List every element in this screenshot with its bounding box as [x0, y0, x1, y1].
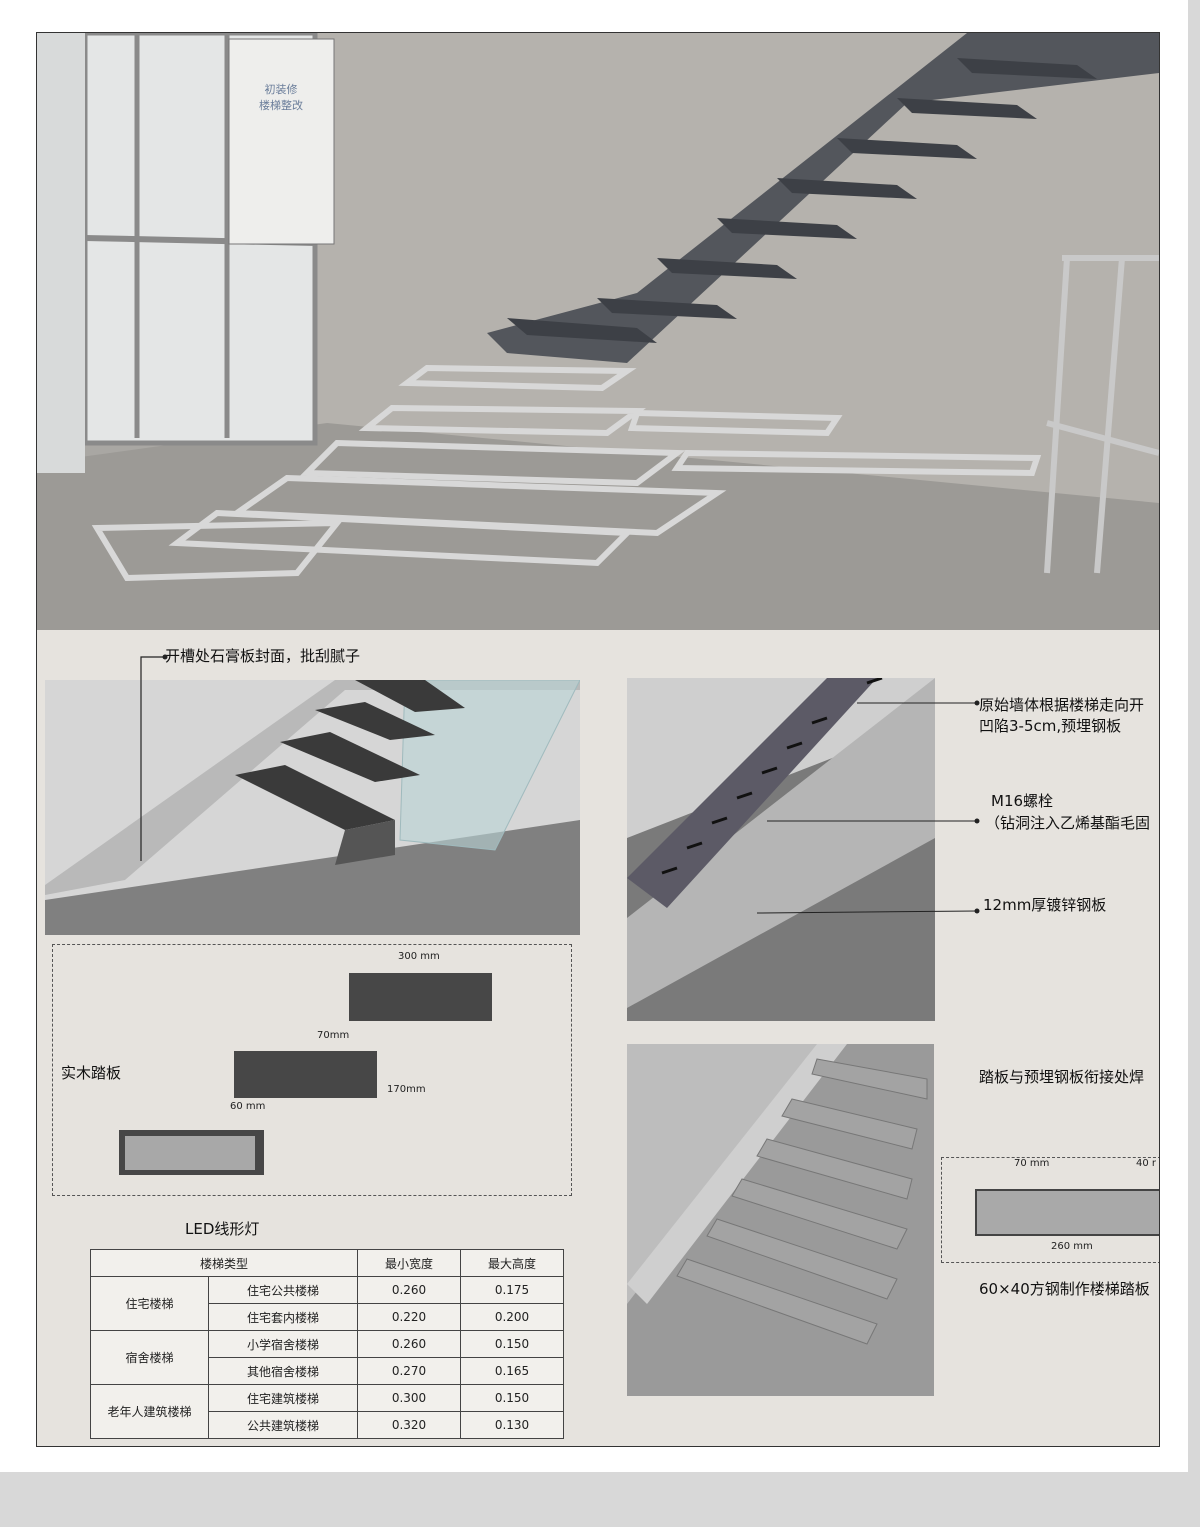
- callout-bolt-note: （钻洞注入乙烯基酯毛固: [985, 814, 1151, 832]
- slot-cover-leader: [140, 654, 168, 861]
- row-min-width: 0.260: [357, 1276, 461, 1304]
- callout-wall-slot-2: 凹陷3-5cm,预埋钢板: [979, 717, 1122, 735]
- row-max-height: 0.200: [460, 1303, 564, 1331]
- tube-section-box: [941, 1157, 1159, 1263]
- table-row: 老年人建筑楼梯 住宅建筑楼梯 0.300 0.150: [90, 1384, 564, 1439]
- row-type: 住宅建筑楼梯: [208, 1384, 358, 1412]
- header-max-height: 最大高度: [460, 1249, 564, 1277]
- row-type: 其他宿舍楼梯: [208, 1357, 358, 1385]
- row-max-height: 0.150: [460, 1384, 564, 1412]
- tube-tread-drawing: [627, 1044, 934, 1396]
- wood-tread-drawing: [45, 680, 580, 935]
- callout-weld: 踏板与预埋钢板衔接处焊: [979, 1068, 1145, 1086]
- row-type: 小学宿舍楼梯: [208, 1330, 358, 1358]
- row-max-height: 0.130: [460, 1411, 564, 1439]
- tread-detail-box: [52, 944, 572, 1196]
- callout-tube-tread: 60×40方钢制作楼梯踏板: [979, 1280, 1150, 1298]
- sign-line-1: 初装修: [265, 82, 298, 96]
- table-row: 住宅套内楼梯 0.220 0.200: [91, 1303, 564, 1331]
- dim-70b: 70 mm: [1014, 1158, 1050, 1169]
- notice-sign: 初装修 楼梯整改: [228, 38, 335, 245]
- row-type: 住宅套内楼梯: [208, 1303, 358, 1331]
- embedded-plate-drawing: [627, 678, 935, 1021]
- row-type: 住宅公共楼梯: [208, 1276, 358, 1304]
- row-min-width: 0.300: [357, 1384, 461, 1412]
- row-type: 公共建筑楼梯: [208, 1411, 358, 1439]
- tread-block: [235, 680, 465, 865]
- table-row: 住宅楼梯 住宅公共楼梯 0.260 0.175: [90, 1276, 564, 1331]
- callout-wall-slot: 原始墙体根据楼梯走向开: [979, 696, 1145, 714]
- sign-line-2: 楼梯整改: [259, 98, 303, 112]
- dim-170: 170mm: [387, 1084, 426, 1095]
- header-min-width: 最小宽度: [357, 1249, 461, 1277]
- row-max-height: 0.165: [460, 1357, 564, 1385]
- row-min-width: 0.320: [357, 1411, 461, 1439]
- dim-60: 60 mm: [230, 1101, 266, 1112]
- stair-spec-table: 楼梯类型 最小宽度 最大高度 住宅楼梯 住宅公共楼梯 0.260 0.175 住…: [90, 1249, 564, 1439]
- group-name: 宿舍楼梯: [90, 1330, 209, 1385]
- table-row: 公共建筑楼梯 0.320 0.130: [91, 1411, 564, 1439]
- dim-260: 260 mm: [1051, 1241, 1093, 1252]
- group-name: 老年人建筑楼梯: [90, 1384, 209, 1439]
- construction-photo: 初装修 楼梯整改: [37, 33, 1159, 630]
- row-min-width: 0.260: [357, 1330, 461, 1358]
- row-min-width: 0.220: [357, 1303, 461, 1331]
- row-max-height: 0.175: [460, 1276, 564, 1304]
- callout-led: LED线形灯: [185, 1220, 260, 1238]
- group-name: 住宅楼梯: [90, 1276, 209, 1331]
- tube-section: [975, 1189, 1159, 1236]
- callout-wood-tread: 实木踏板: [61, 1064, 122, 1082]
- callout-slot-cover: 开槽处石膏板封面，批刮腻子: [165, 647, 361, 665]
- callout-bolt: M16螺栓: [991, 792, 1054, 810]
- tread-mid-block: [234, 1051, 377, 1098]
- row-max-height: 0.150: [460, 1330, 564, 1358]
- callout-plate: 12mm厚镀锌钢板: [983, 896, 1107, 914]
- dim-40: 40 r: [1136, 1158, 1157, 1169]
- document-frame: 初装修 楼梯整改: [36, 32, 1160, 1447]
- table-row: 宿舍楼梯 小学宿舍楼梯 0.260 0.150: [90, 1330, 564, 1385]
- dim-70: 70mm: [317, 1030, 350, 1041]
- table-row: 其他宿舍楼梯 0.270 0.165: [91, 1357, 564, 1385]
- header-type: 楼梯类型: [90, 1249, 358, 1277]
- dim-300: 300 mm: [398, 951, 440, 962]
- tread-section: [119, 1130, 264, 1175]
- row-min-width: 0.270: [357, 1357, 461, 1385]
- plate-leaders: [757, 700, 980, 914]
- tread-top-block: [349, 973, 492, 1021]
